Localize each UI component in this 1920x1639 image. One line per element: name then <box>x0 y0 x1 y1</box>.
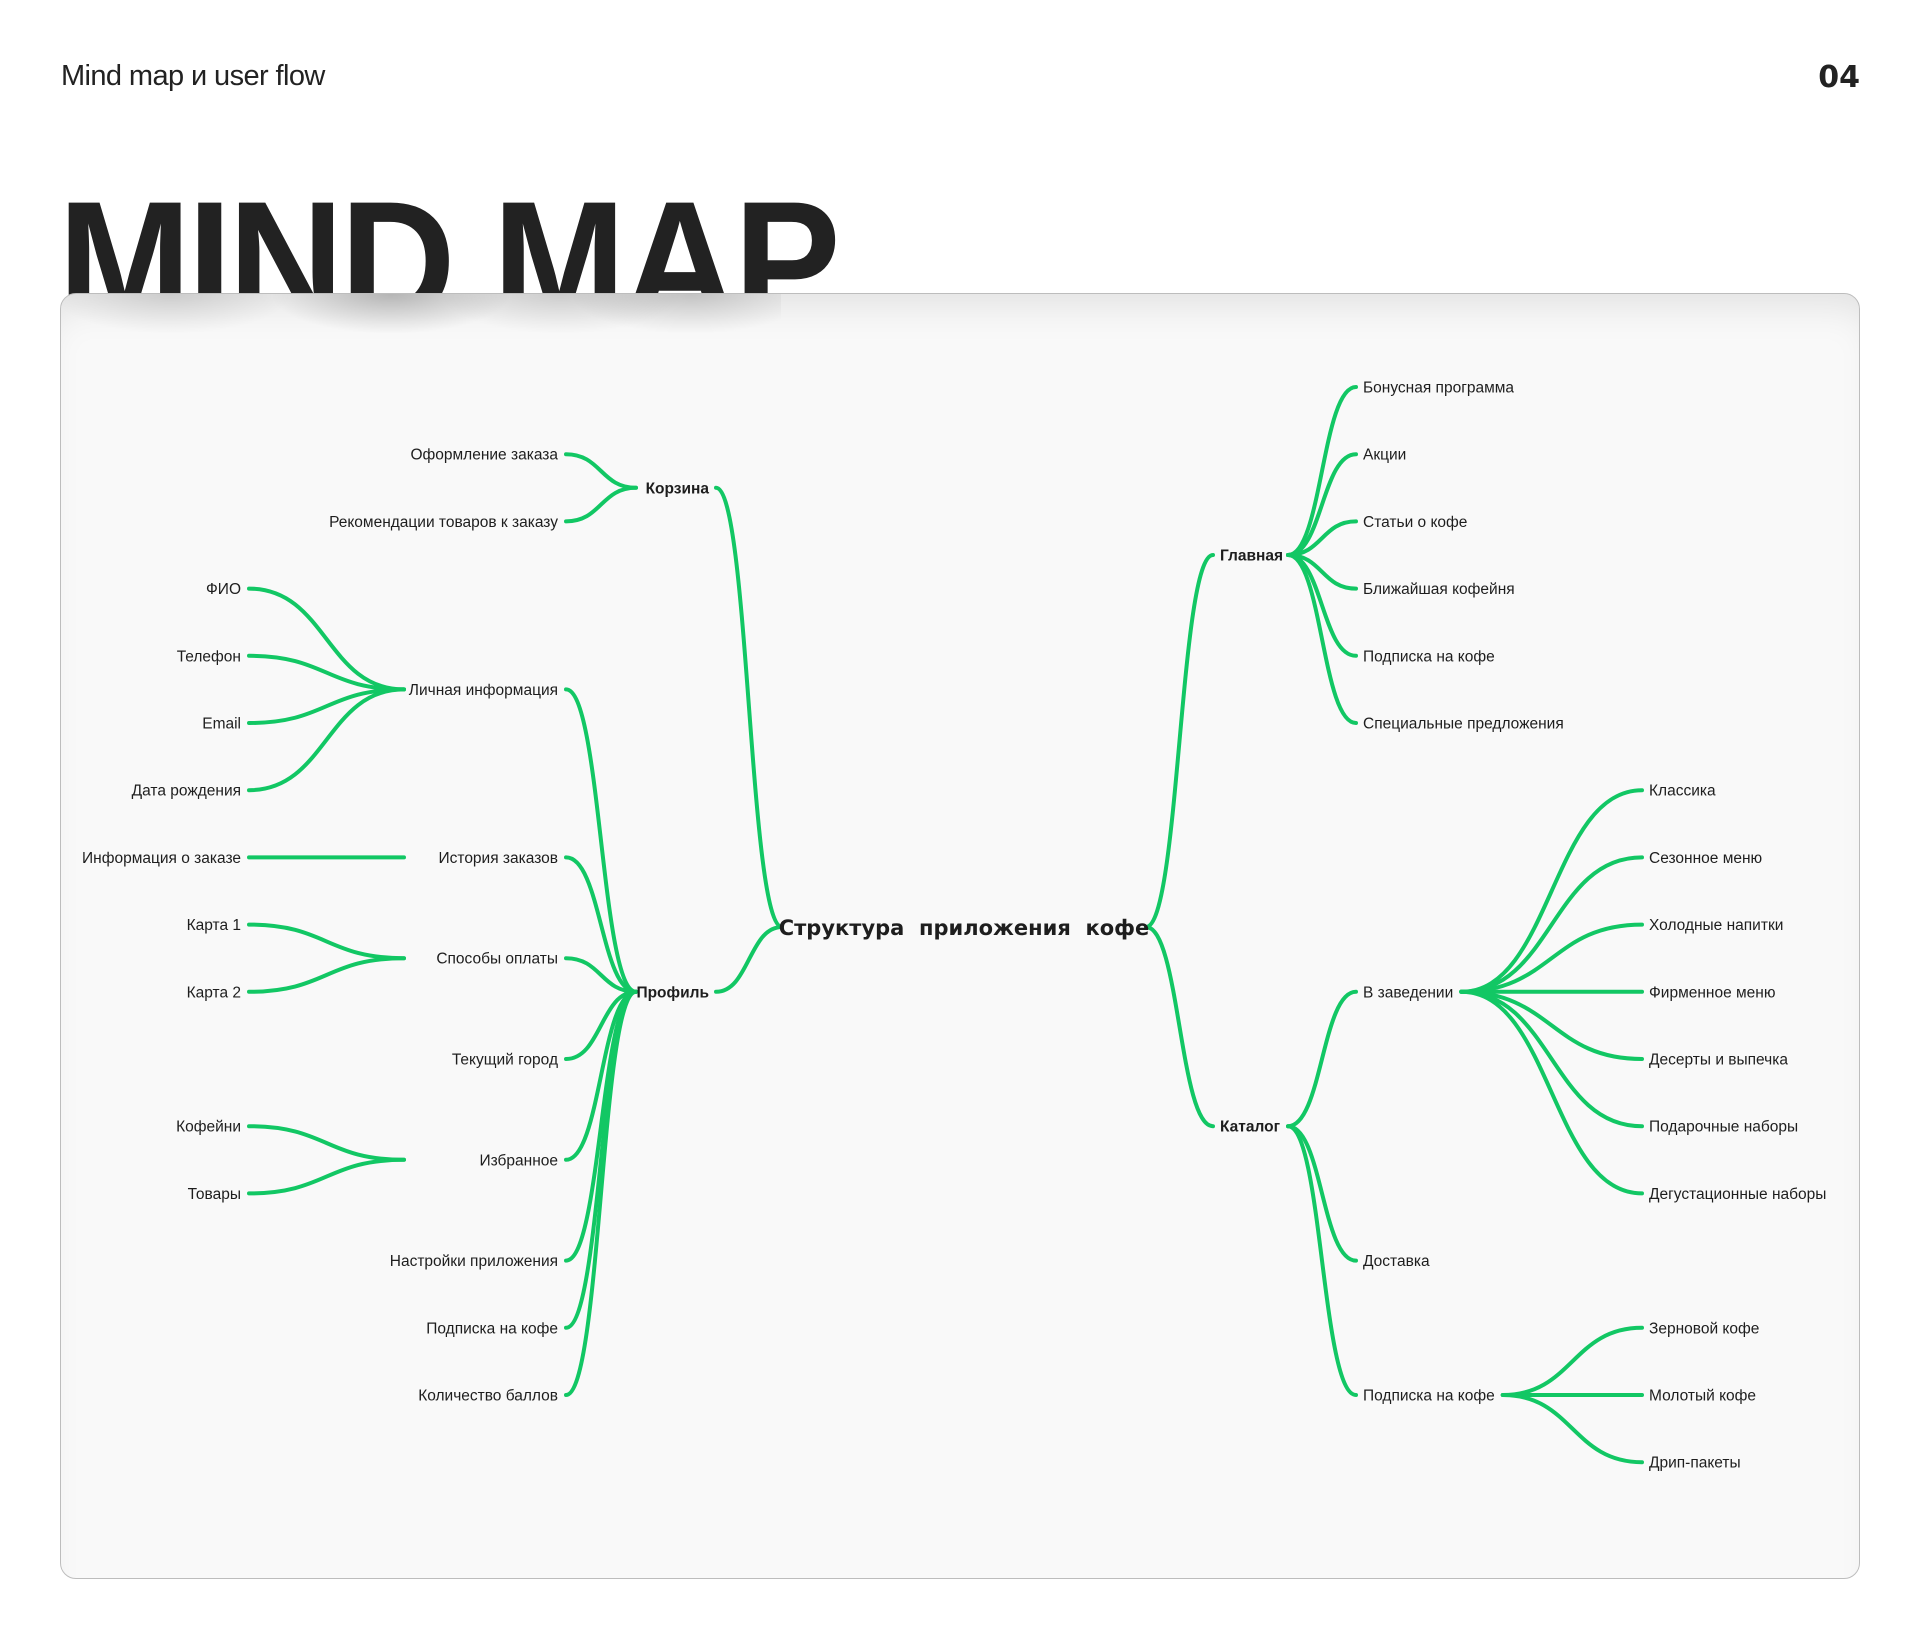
subbranch-node[interactable]: Оформление заказа <box>410 447 558 464</box>
leaf-node[interactable]: Телефон <box>177 648 241 665</box>
leaf-node[interactable]: Холодные напитки <box>1649 917 1783 934</box>
branch-node[interactable]: Профиль <box>636 984 709 1001</box>
subbranch-node[interactable]: Доставка <box>1363 1253 1430 1270</box>
edge-leaf <box>1500 1393 1644 1465</box>
leaf-node[interactable]: ФИО <box>206 581 241 598</box>
edge-leaf <box>1459 989 1644 1061</box>
edge-branch <box>564 452 638 490</box>
section-title: Mind map и user flow <box>61 60 325 92</box>
edge-root-right <box>1144 925 1215 1129</box>
leaf-node[interactable]: Десерты и выпечка <box>1649 1052 1788 1069</box>
edge-root-left <box>714 485 784 929</box>
edge-branch <box>564 989 638 1061</box>
leaf-node[interactable]: Карта 2 <box>187 984 241 1001</box>
subbranch-node[interactable]: Личная информация <box>409 682 558 699</box>
edge-branch <box>564 956 638 994</box>
edge-branch <box>1286 385 1358 557</box>
panel-shadow <box>61 294 781 354</box>
subbranch-node[interactable]: Статьи о кофе <box>1363 514 1467 531</box>
subbranch-node[interactable]: Акции <box>1363 447 1406 464</box>
edge-branch <box>1286 1124 1358 1397</box>
edge-leaf <box>1459 855 1644 994</box>
edge-leaf <box>1459 989 1644 1129</box>
edge-branch <box>1286 1124 1358 1263</box>
edge-branch <box>564 687 638 994</box>
subbranch-node[interactable]: Подписка на кофе <box>1363 1388 1495 1405</box>
edge-root-right <box>1144 553 1215 929</box>
subbranch-node[interactable]: Настройки приложения <box>390 1253 558 1270</box>
subbranch-node[interactable]: Подписка на кофе <box>1363 648 1495 665</box>
subbranch-node[interactable]: История заказов <box>439 850 559 867</box>
edge-branch <box>564 989 638 1397</box>
branch-node[interactable]: Главная <box>1220 548 1283 565</box>
edge-branch <box>564 989 638 1330</box>
subbranch-node[interactable]: Способы оплаты <box>436 951 558 968</box>
leaf-node[interactable]: Фирменное меню <box>1649 984 1775 1001</box>
subbranch-node[interactable]: Подписка на кофе <box>426 1320 558 1337</box>
leaf-node[interactable]: Информация о заказе <box>82 850 241 867</box>
edge-leaf <box>1500 1325 1644 1397</box>
edge-leaf <box>1459 922 1644 994</box>
edge-branch <box>1286 519 1358 557</box>
edge-leaf <box>1459 989 1644 1196</box>
subbranch-node[interactable]: Бонусная программа <box>1363 380 1514 397</box>
edge-leaf <box>247 1124 406 1162</box>
edge-branch <box>1286 553 1358 725</box>
leaf-node[interactable]: Кофейни <box>176 1119 241 1136</box>
edge-leaf <box>247 687 406 725</box>
edge-branch <box>1286 989 1358 1129</box>
subbranch-node[interactable]: Специальные предложения <box>1363 716 1564 733</box>
subbranch-node[interactable]: Ближайшая кофейня <box>1363 581 1515 598</box>
edge-leaf <box>247 922 406 961</box>
edge-leaf <box>247 653 406 692</box>
leaf-node[interactable]: Товары <box>188 1186 241 1203</box>
branch-node[interactable]: Корзина <box>646 480 710 497</box>
leaf-node[interactable]: Подарочные наборы <box>1649 1119 1798 1136</box>
leaf-node[interactable]: Молотый кофе <box>1649 1388 1756 1405</box>
branch-node[interactable]: Каталог <box>1220 1119 1281 1136</box>
page-number: 04 <box>1818 60 1860 95</box>
leaf-node[interactable]: Дата рождения <box>132 783 241 800</box>
leaf-node[interactable]: Дрип-пакеты <box>1649 1455 1741 1472</box>
mindmap-panel <box>60 293 1860 1579</box>
leaf-node[interactable]: Email <box>202 716 241 733</box>
edge-branch <box>564 485 638 524</box>
mindmap-labels: Структура приложения кофе Корзина Оформлен… <box>82 380 1826 1472</box>
subbranch-node[interactable]: Текущий город <box>452 1052 558 1069</box>
edge-leaf <box>247 956 406 994</box>
subbranch-node[interactable]: Избранное <box>479 1152 558 1169</box>
edge-leaf <box>247 687 406 793</box>
leaf-node[interactable]: Карта 1 <box>187 917 241 934</box>
subbranch-node[interactable]: Рекомендации товаров к заказу <box>329 514 558 531</box>
subbranch-node[interactable]: Количество баллов <box>418 1388 558 1405</box>
mindmap-edges <box>247 385 1644 1465</box>
edge-branch <box>564 989 638 1263</box>
subbranch-node[interactable]: В заведении <box>1363 984 1453 1001</box>
root-node[interactable]: Структура приложения кофе <box>779 916 1150 940</box>
edge-leaf <box>1459 788 1644 994</box>
edge-branch <box>1286 452 1358 557</box>
edge-leaf <box>247 1157 406 1196</box>
leaf-node[interactable]: Сезонное меню <box>1649 850 1762 867</box>
edge-root-left <box>714 925 784 994</box>
edge-branch <box>564 989 638 1162</box>
edge-leaf <box>247 586 406 692</box>
edge-branch <box>564 855 638 994</box>
leaf-node[interactable]: Зерновой кофе <box>1649 1320 1759 1337</box>
leaf-node[interactable]: Дегустационные наборы <box>1649 1186 1826 1203</box>
leaf-node[interactable]: Классика <box>1649 783 1716 800</box>
